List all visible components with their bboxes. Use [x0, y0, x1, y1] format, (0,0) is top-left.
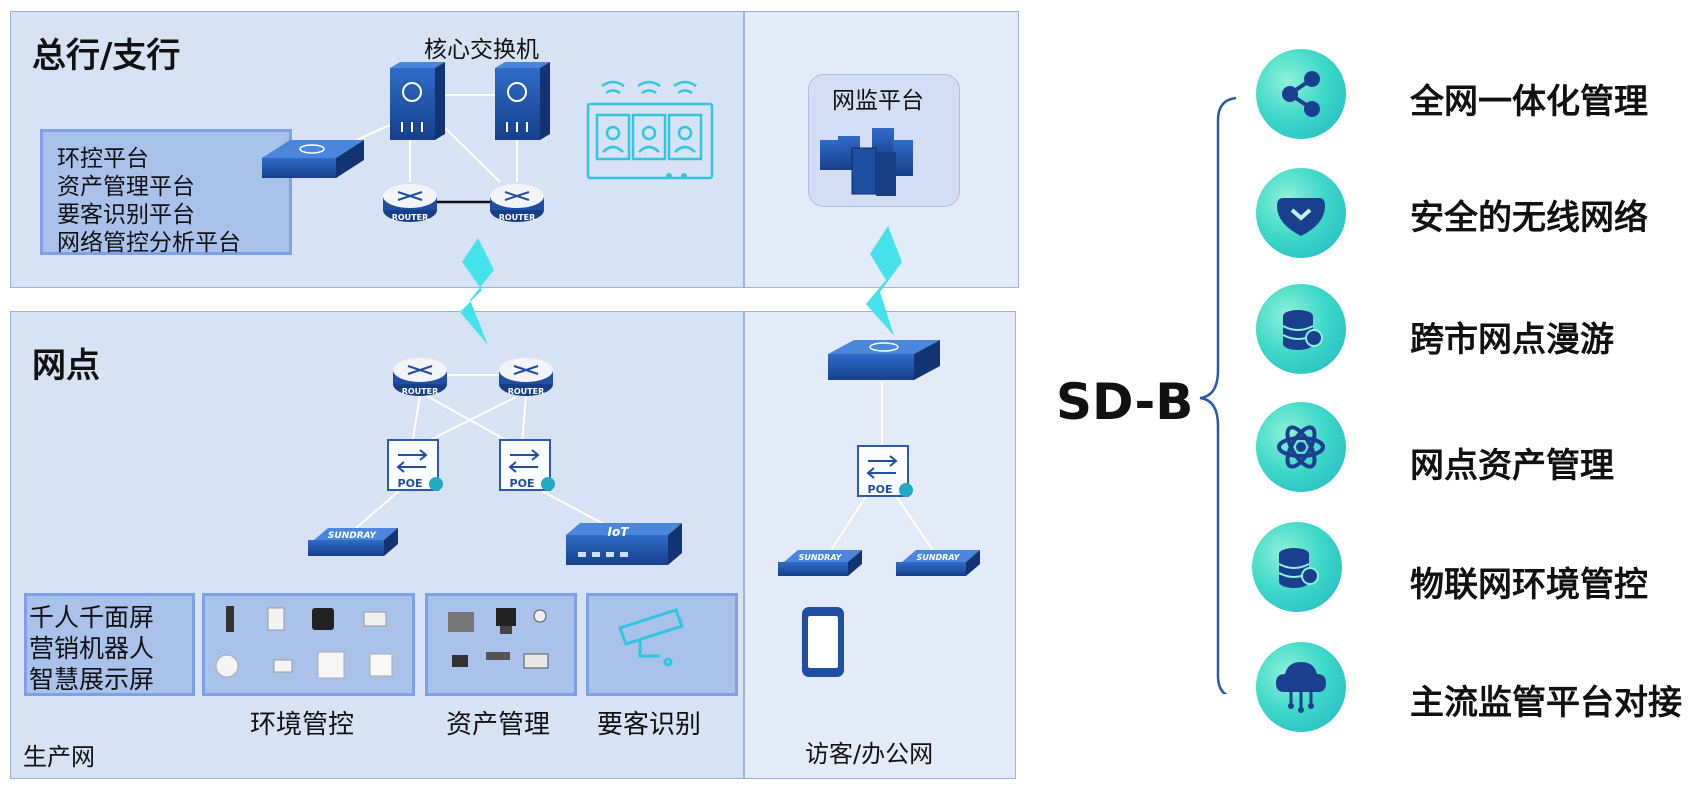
access-switch-icon	[828, 340, 940, 380]
server-icon	[820, 128, 913, 196]
hq-title: 总行/支行	[32, 36, 181, 76]
platform-item: 网络管控分析平台	[57, 230, 241, 256]
database-icon	[1256, 284, 1346, 374]
platform-item: 环控平台	[57, 146, 149, 172]
visitor-net-label: 访客/办公网	[805, 740, 934, 768]
platform-box: 环控平台 资产管理平台 要客识别平台 网络管控分析平台	[40, 129, 292, 256]
router-icon	[383, 184, 437, 222]
screen-item: 智慧展示屏	[29, 665, 155, 694]
screen-item: 营销机器人	[29, 634, 155, 663]
atom-icon	[1256, 402, 1346, 492]
poe-switch-icon	[499, 439, 555, 491]
ap-text: SUNDRAY	[917, 553, 961, 562]
sdb-title: SD-B	[1056, 373, 1194, 431]
production-net-label: 生产网	[23, 743, 95, 771]
asset-device-icons	[448, 608, 549, 669]
ap-text: SUNDRAY	[799, 553, 843, 562]
env-sensor-icons	[215, 606, 393, 679]
poe-switch-icon	[387, 439, 443, 491]
cloud-network-icon	[1256, 642, 1346, 732]
screen-item: 千人千面屏	[29, 603, 155, 632]
platform-item: 要客识别平台	[57, 202, 195, 228]
asset-label: 资产管理	[446, 710, 551, 740]
screen-box: 千人千面屏 营销机器人 智慧展示屏	[24, 593, 195, 696]
network-diagram: ROUTER ROUTER	[215, 62, 980, 679]
feature-label: 网点资产管理	[1410, 446, 1614, 486]
env-control-label: 环境管控	[250, 710, 355, 740]
platform-item: 资产管理平台	[57, 174, 195, 200]
poe-text: POE	[510, 477, 535, 490]
poe-text: POE	[868, 483, 893, 496]
access-point-icon	[778, 550, 862, 576]
router-text: ROUTER	[402, 387, 439, 396]
database-icon	[1252, 522, 1342, 612]
core-switch-label: 核心交换机	[424, 37, 539, 63]
monitor-platform-label: 网监平台	[832, 88, 924, 114]
iot-text: IoT	[608, 525, 630, 539]
sdb-brace	[1199, 96, 1237, 694]
ap-text: SUNDRAY	[328, 531, 378, 541]
visitor-panel	[744, 311, 1016, 779]
iot-gateway-icon	[566, 523, 682, 565]
poe-text: POE	[398, 477, 423, 490]
feature-label: 全网一体化管理	[1410, 82, 1648, 122]
camera-icon	[618, 608, 684, 667]
vip-box	[586, 593, 738, 696]
link-bolt	[866, 226, 902, 336]
vip-label: 要客识别	[597, 710, 702, 740]
env-control-box	[202, 593, 415, 696]
link-bolt	[460, 238, 494, 345]
poe-switch-icon	[857, 445, 913, 497]
feature-label: 物联网环境管控	[1410, 565, 1648, 605]
router-text: ROUTER	[499, 213, 536, 222]
router-icon	[393, 358, 447, 396]
feature-label: 主流监管平台对接	[1410, 683, 1682, 723]
shield-icon	[1256, 168, 1346, 258]
router-icon	[490, 184, 544, 222]
phone-icon	[802, 607, 844, 677]
feature-label: 安全的无线网络	[1410, 198, 1648, 238]
access-point-icon	[308, 528, 398, 556]
video-wall-icon	[586, 80, 714, 180]
feature-label: 跨市网点漫游	[1410, 320, 1614, 360]
branch-title: 网点	[32, 346, 100, 386]
router-text: ROUTER	[508, 387, 545, 396]
core-switch-icon	[495, 62, 550, 140]
share-icon	[1256, 49, 1346, 139]
access-switch-icon	[262, 140, 364, 178]
access-point-icon	[896, 550, 980, 576]
core-switch-icon	[390, 62, 445, 140]
router-icon	[499, 358, 553, 396]
router-text: ROUTER	[392, 213, 429, 222]
